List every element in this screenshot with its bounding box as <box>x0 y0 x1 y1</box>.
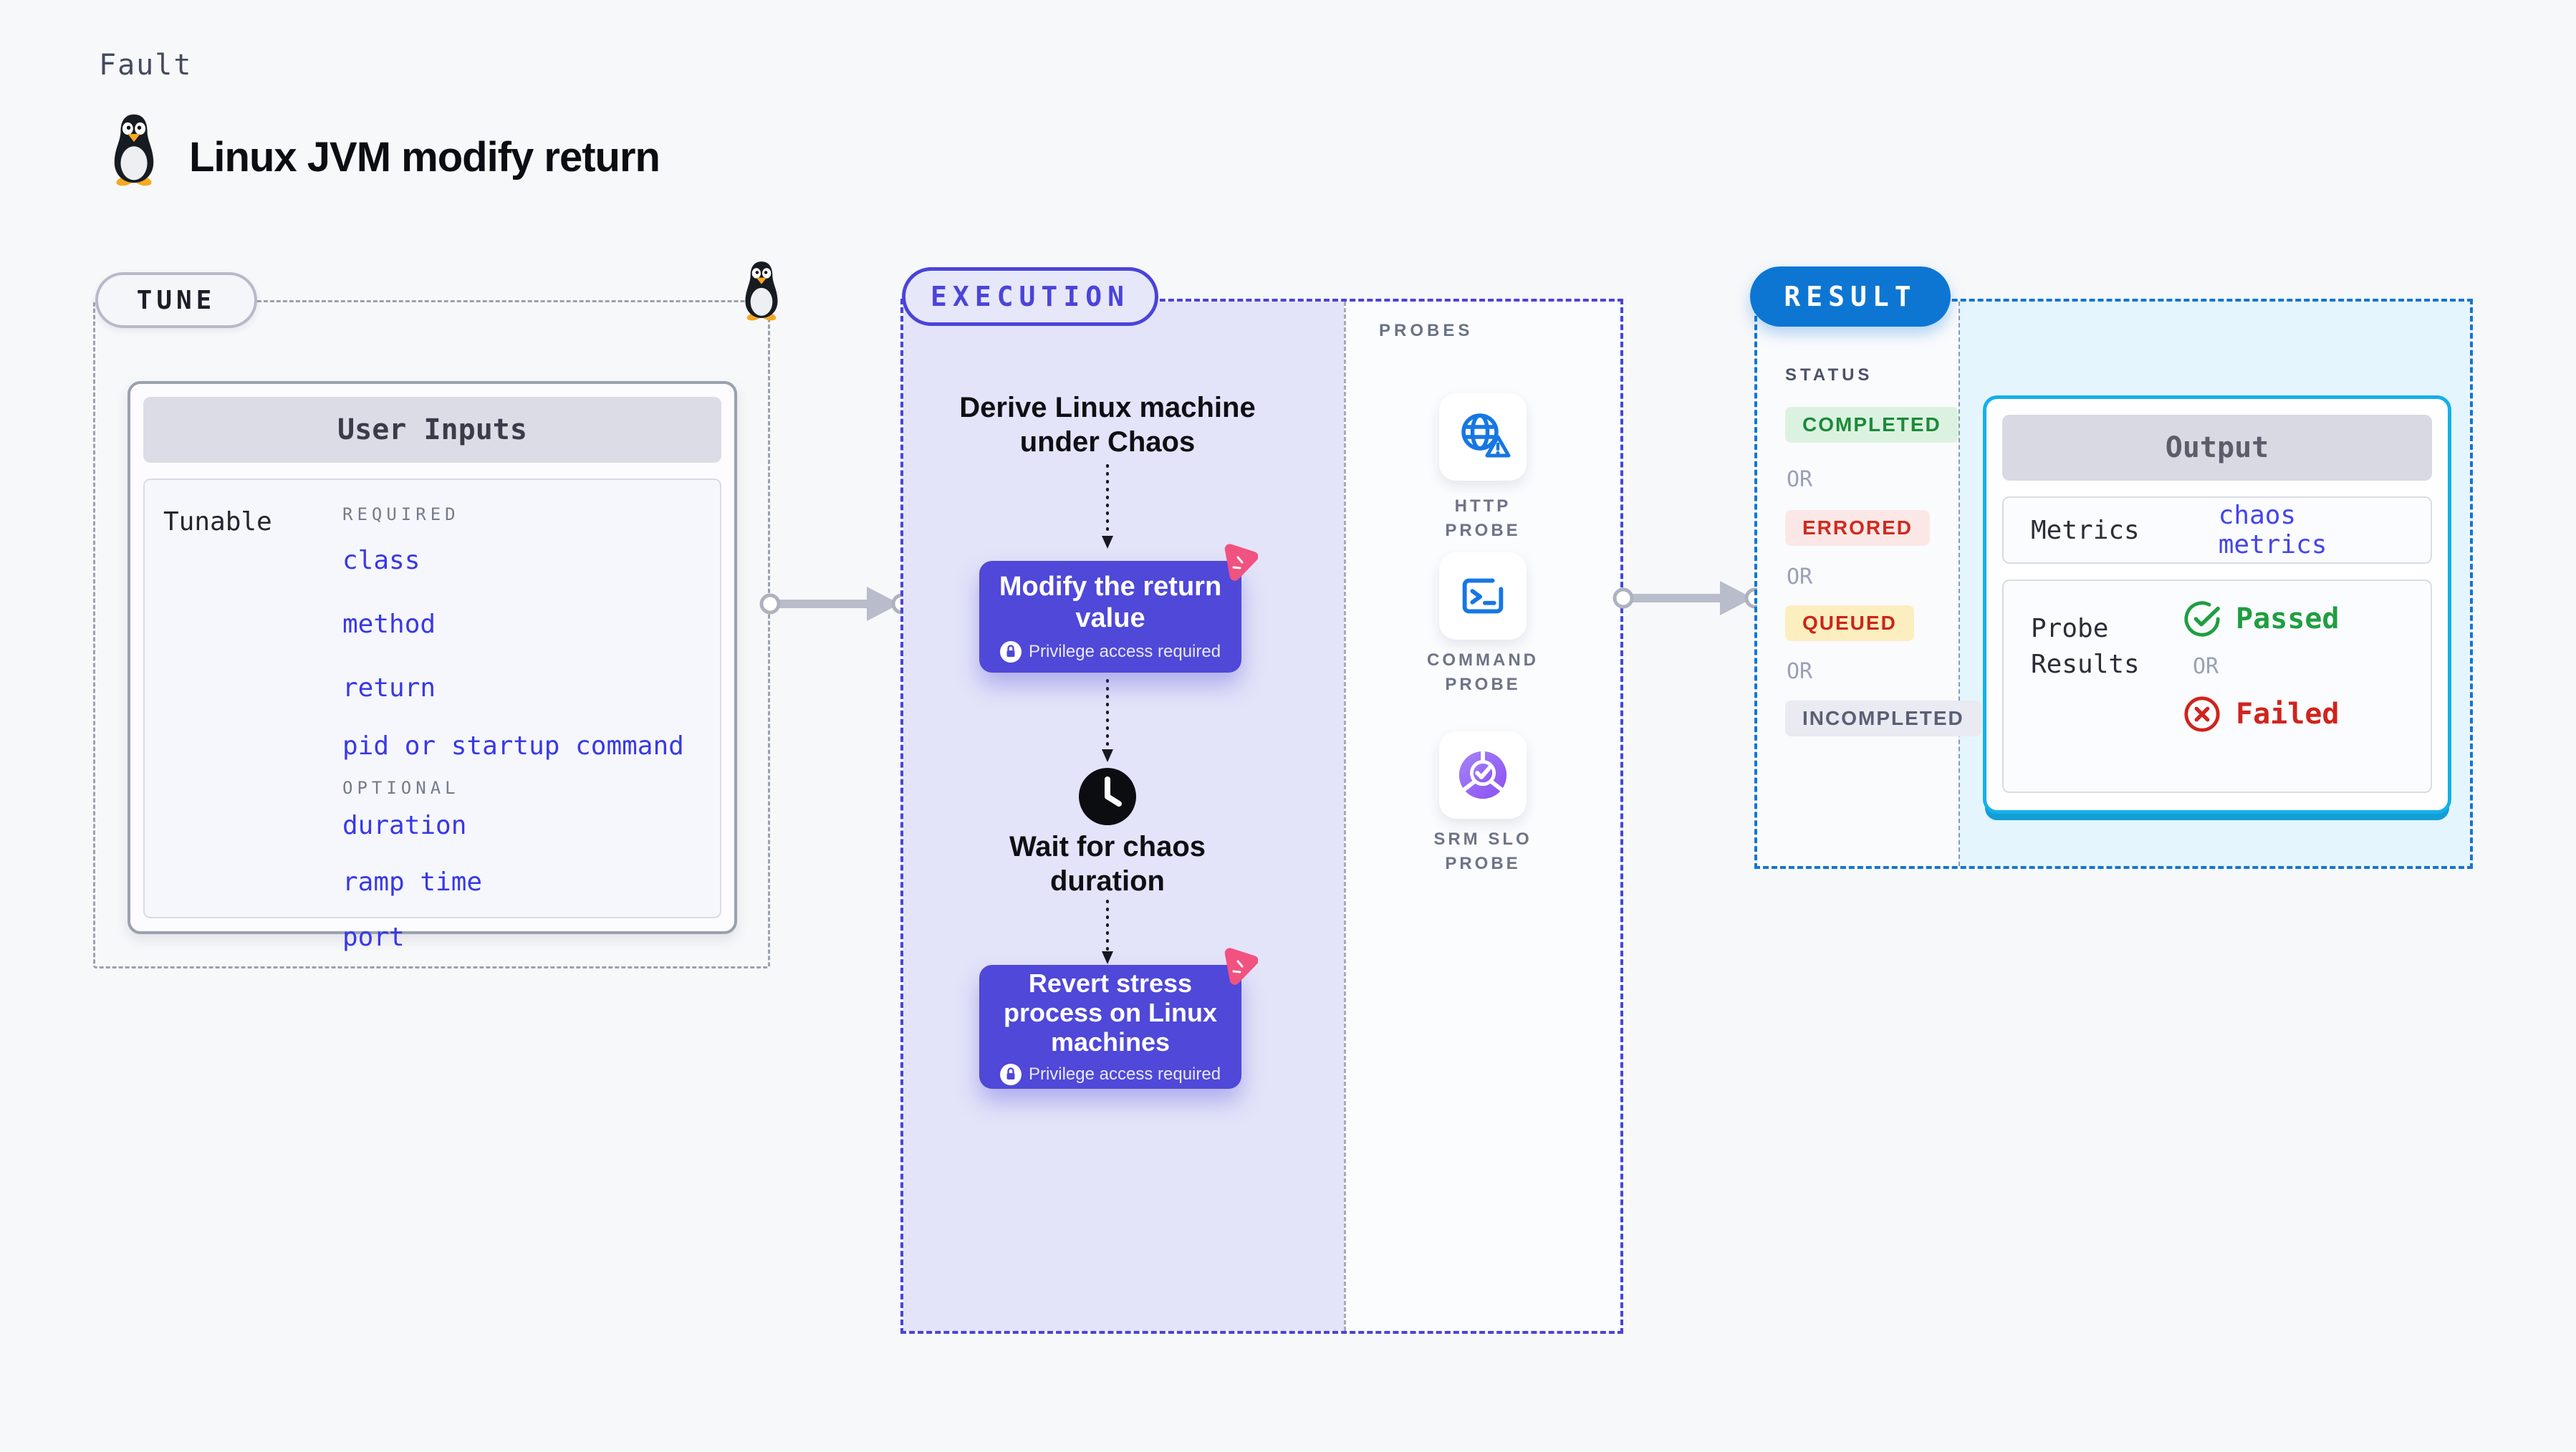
optional-label: OPTIONAL <box>342 778 460 798</box>
status-zone <box>1757 302 1959 866</box>
param-ramp-time: ramp time <box>342 867 483 897</box>
param-method: method <box>342 610 436 639</box>
srm-slo-probe-card <box>1439 731 1527 819</box>
param-class: class <box>342 546 420 575</box>
status-output-divider <box>1959 302 1960 866</box>
command-terminal-icon <box>1462 578 1504 614</box>
output-header: Output <box>2002 415 2432 481</box>
execution-badge: EXECUTION <box>902 267 1158 326</box>
failed-row: Failed <box>2183 695 2340 734</box>
status-badge-queued: QUEUED <box>1785 605 1914 641</box>
param-duration: duration <box>342 811 467 840</box>
status-badge-completed: COMPLETED <box>1785 407 1959 443</box>
metrics-row: Metrics chaos metrics <box>2002 496 2432 564</box>
linux-tux-icon <box>114 114 154 186</box>
step-derive-machine: Derive Linux machine under Chaos <box>959 392 1256 458</box>
lock-icon <box>999 641 1022 663</box>
status-badge-incompleted: INCOMPLETED <box>1785 701 1981 736</box>
step-title: Modify the return value <box>999 572 1222 633</box>
step-title: Revert stress process on Linux machines <box>1003 968 1218 1057</box>
privilege-row: Privilege access required <box>999 1064 1221 1085</box>
tune-badge: TUNE <box>95 272 257 328</box>
privilege-note: Privilege access required <box>1028 1064 1221 1084</box>
probe-results-label: Probe Results <box>2031 614 2140 679</box>
chaos-logo-icon <box>1224 948 1258 985</box>
linux-tux-icon <box>745 261 778 321</box>
required-label: REQUIRED <box>342 504 460 524</box>
user-inputs-card: User Inputs Tunable REQUIRED class metho… <box>128 381 737 952</box>
lock-icon <box>999 1064 1022 1085</box>
flow-arrow-tune-to-execution <box>759 587 913 621</box>
metrics-label: Metrics <box>2031 515 2140 545</box>
user-inputs-header: User Inputs <box>143 397 721 463</box>
dotted-arrow-down <box>1102 464 1113 549</box>
http-globe-warning-icon <box>1461 413 1511 458</box>
passed-check-icon <box>2184 601 2220 637</box>
probe-results-row: Probe Results Passed OR Failed <box>2002 580 2432 793</box>
tunable-params: REQUIRED class method return pid or star… <box>342 504 684 952</box>
connector-dot <box>759 593 781 615</box>
output-card: Output Metrics chaos metrics Probe Resul… <box>1983 395 2451 814</box>
command-probe-label: COMMAND PROBE <box>1427 650 1539 694</box>
step-revert-stress-card: Revert stress process on Linux machines … <box>979 965 1241 1089</box>
http-probe-label: HTTP PROBE <box>1445 496 1521 540</box>
connector-dot <box>1613 587 1634 609</box>
clock-icon <box>1079 768 1136 825</box>
passed-label: Passed <box>2236 602 2340 635</box>
or-separator: OR <box>1787 659 1813 684</box>
failed-label: Failed <box>2236 698 2340 731</box>
or-separator: OR <box>1787 564 1813 590</box>
dotted-arrow-down <box>1102 900 1113 964</box>
page-title: Linux JVM modify return <box>189 134 660 181</box>
fault-kicker: Fault <box>99 49 193 82</box>
param-return: return <box>342 673 436 703</box>
or-separator: OR <box>2193 654 2219 679</box>
param-pid-or-startup-command: pid or startup command <box>342 731 684 761</box>
privilege-row: Privilege access required <box>999 641 1221 663</box>
srm-slo-donut-icon <box>1458 751 1507 799</box>
command-probe-card <box>1439 552 1527 640</box>
status-badge-errored: ERRORED <box>1785 510 1931 546</box>
metrics-value: chaos metrics <box>2218 501 2327 559</box>
result-badge: RESULT <box>1750 266 1951 327</box>
chaos-logo-icon <box>1224 544 1258 581</box>
failed-x-icon <box>2184 696 2220 732</box>
step-wait-duration: Wait for chaos duration <box>1009 831 1206 897</box>
passed-row: Passed <box>2183 600 2340 638</box>
param-port: port <box>342 923 405 952</box>
privilege-note: Privilege access required <box>1028 642 1221 661</box>
user-inputs-body: Tunable REQUIRED class method return pid… <box>143 479 721 952</box>
flow-arrow-execution-to-result <box>1613 581 1766 615</box>
srm-slo-probe-label: SRM SLO PROBE <box>1433 830 1532 873</box>
http-probe-card <box>1439 393 1527 481</box>
dotted-arrow-down <box>1102 679 1113 762</box>
step-modify-return-card: Modify the return value Privilege access… <box>979 561 1241 673</box>
probe-verdicts: Passed OR Failed <box>2183 600 2340 734</box>
tune-group-outline <box>93 300 770 968</box>
status-label: STATUS <box>1785 365 1873 385</box>
probes-label: PROBES <box>1379 321 1474 340</box>
tunable-label: Tunable <box>163 507 272 537</box>
execution-probes-divider <box>1344 302 1346 1331</box>
or-separator: OR <box>1787 467 1813 492</box>
